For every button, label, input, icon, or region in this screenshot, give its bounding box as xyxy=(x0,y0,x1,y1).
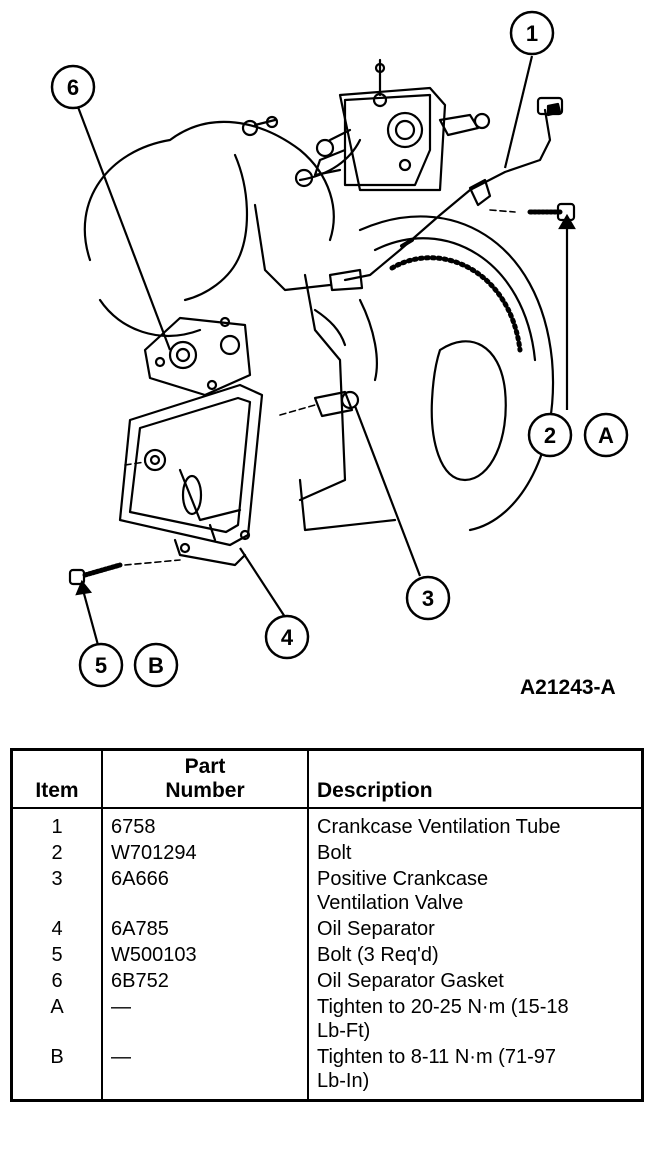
callout-5: 5 xyxy=(78,642,124,688)
cell-part-number: W500103 xyxy=(102,942,309,968)
description-line: Crankcase Ventilation Tube xyxy=(317,816,561,838)
oil-separator-gasket xyxy=(143,316,252,397)
cell-item: A xyxy=(11,994,103,1044)
cell-item: 5 xyxy=(11,942,103,968)
engine-block-outline xyxy=(83,86,447,532)
flywheel xyxy=(358,215,555,532)
header-item: Item xyxy=(11,749,103,809)
description-line: Bolt xyxy=(317,842,352,864)
callout-2: 2 xyxy=(527,412,573,458)
cell-part-number: W701294 xyxy=(102,840,309,866)
bolt-item-2 xyxy=(489,202,576,222)
cell-description: Crankcase Ventilation Tube xyxy=(308,808,643,840)
cell-item: 1 xyxy=(11,808,103,840)
description-line: Oil Separator Gasket xyxy=(317,970,504,992)
svg-text:4: 4 xyxy=(281,625,294,650)
table-header-row: Item Part Number Description xyxy=(11,749,643,809)
callout-3: 3 xyxy=(405,575,451,621)
callout-B: B xyxy=(133,642,179,688)
cell-part-number: 6758 xyxy=(102,808,309,840)
cell-item: 4 xyxy=(11,916,103,942)
svg-text:1: 1 xyxy=(526,21,538,46)
description-line: Bolt (3 Req'd) xyxy=(317,944,439,966)
thermostat-housing xyxy=(343,58,432,187)
svg-text:3: 3 xyxy=(422,586,434,611)
cell-description: Bolt xyxy=(308,840,643,866)
cell-item: B xyxy=(11,1044,103,1101)
svg-text:6: 6 xyxy=(67,75,79,100)
header-description: Description xyxy=(308,749,643,809)
oil-separator xyxy=(118,383,264,567)
description-line: Ventilation Valve xyxy=(317,892,464,914)
description-line: Positive Crankcase xyxy=(317,868,489,890)
description-line: Lb-Ft) xyxy=(317,1020,371,1042)
figure-id: A21243-A xyxy=(520,676,616,699)
cell-part-number: — xyxy=(102,1044,309,1101)
description-line: Oil Separator xyxy=(317,918,435,940)
leader-lines xyxy=(75,55,576,646)
cell-description: Oil Separator xyxy=(308,916,643,942)
cell-description: Bolt (3 Req'd) xyxy=(308,942,643,968)
callout-1: 1 xyxy=(509,10,555,56)
cell-item: 2 xyxy=(11,840,103,866)
svg-text:B: B xyxy=(148,653,164,678)
cell-item: 3 xyxy=(11,866,103,916)
cell-item: 6 xyxy=(11,968,103,994)
description-line: Tighten to 20-25 N·m (15-18 xyxy=(317,996,569,1018)
crankcase-ventilation-tube xyxy=(328,96,564,292)
cell-part-number: 6A785 xyxy=(102,916,309,942)
cell-part-number: 6B752 xyxy=(102,968,309,994)
callout-6: 6 xyxy=(50,64,96,110)
callout-4: 4 xyxy=(264,614,310,660)
pcv-valve xyxy=(279,390,360,418)
description-line: Tighten to 8-11 N·m (71-97 xyxy=(317,1046,556,1068)
exploded-view-illustration: 1 6 2 A 3 4 5 B xyxy=(50,10,629,688)
cell-description: Oil Separator Gasket xyxy=(308,968,643,994)
svg-text:2: 2 xyxy=(544,423,556,448)
cell-part-number: — xyxy=(102,994,309,1044)
svg-text:5: 5 xyxy=(95,653,107,678)
svg-text:A: A xyxy=(598,423,614,448)
description-line: Lb-In) xyxy=(317,1070,370,1092)
header-part-number: Part Number xyxy=(102,749,309,809)
sensor-fittings xyxy=(241,112,491,188)
bolt-item-5 xyxy=(68,559,181,586)
callout-A: A xyxy=(583,412,629,458)
cell-part-number: 6A666 xyxy=(102,866,309,916)
